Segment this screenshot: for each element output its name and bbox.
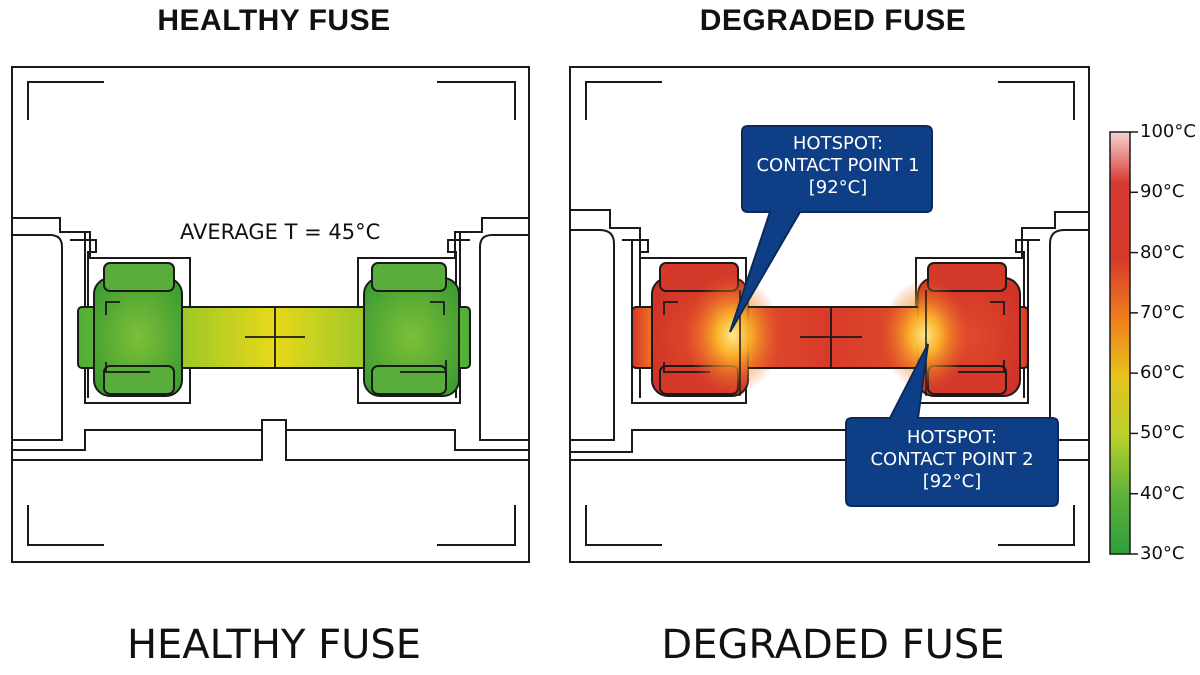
colorbar-tick-label: 80°C — [1140, 241, 1185, 263]
hotspot-1-title: HOTSPOT: — [792, 133, 884, 154]
temperature-colorbar — [1109, 131, 1138, 555]
hotspot-1-location: CONTACT POINT 1 — [756, 155, 920, 176]
colorbar-tick-label: 50°C — [1140, 422, 1185, 444]
healthy-fuse-title: HEALTHY FUSE — [157, 4, 391, 37]
hotspot-2-title: HOTSPOT: — [906, 427, 998, 448]
colorbar-tick-label: 70°C — [1140, 301, 1185, 323]
hotspot-callout-1-shape — [729, 125, 933, 333]
hotspot-glow-1 — [685, 275, 781, 395]
healthy-fuse-caption: HEALTHY FUSE — [126, 622, 422, 668]
colorbar-tick-label: 90°C — [1140, 181, 1185, 203]
degraded-fuse-title: DEGRADED FUSE — [699, 4, 967, 37]
hotspot-2-temperature: [92°C] — [922, 471, 982, 492]
colorbar-tick-label: 60°C — [1140, 362, 1185, 384]
hotspot-callout-2-shape — [845, 343, 1059, 507]
colorbar-tick-label: 40°C — [1140, 482, 1185, 504]
hotspot-glow-2 — [881, 279, 969, 391]
hotspot-2-location: CONTACT POINT 2 — [870, 449, 1034, 470]
hotspot-1-temperature: [92°C] — [808, 177, 868, 198]
colorbar-tick-label: 100°C — [1140, 121, 1196, 142]
hotspot-callout-1: HOTSPOT: CONTACT POINT 1 [92°C] — [750, 133, 926, 199]
colorbar-tick-label: 30°C — [1140, 543, 1185, 564]
average-temperature-label: AVERAGE T = 45°C — [180, 220, 381, 244]
hotspot-callout-2: HOTSPOT: CONTACT POINT 2 [92°C] — [852, 427, 1052, 493]
healthy-panel — [11, 66, 530, 563]
degraded-fuse-caption: DEGRADED FUSE — [661, 622, 1005, 668]
